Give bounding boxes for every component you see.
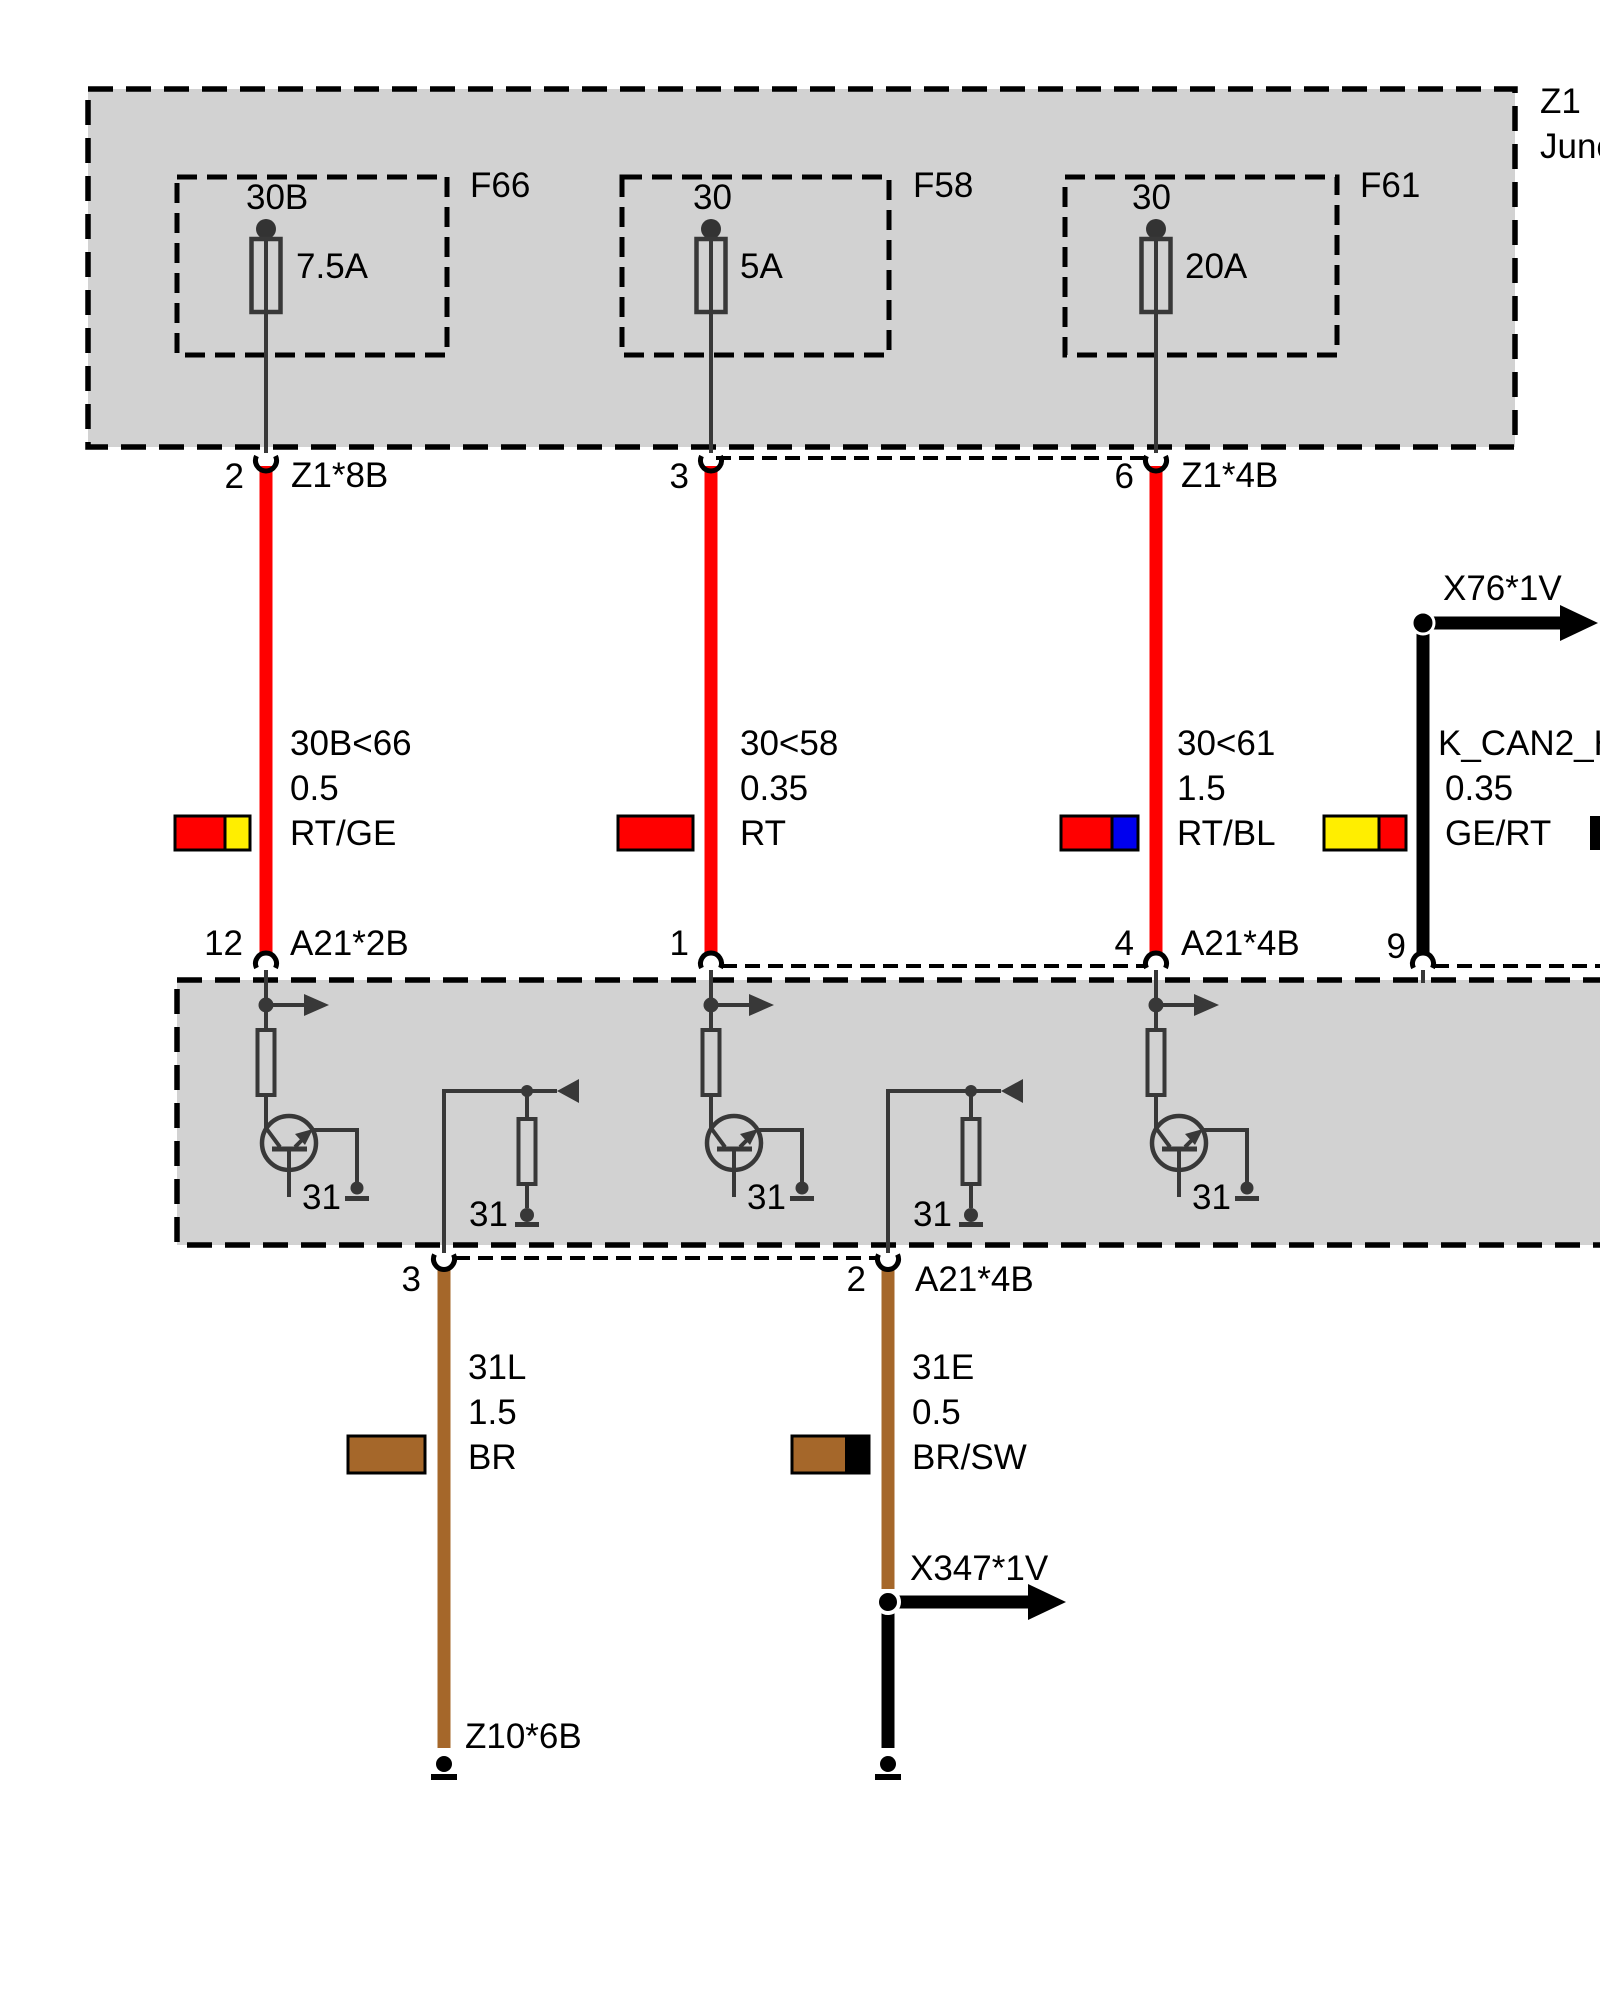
svg-text:31E: 31E xyxy=(912,1348,974,1387)
svg-text:3: 3 xyxy=(670,457,689,496)
svg-text:0.35: 0.35 xyxy=(1445,769,1513,808)
svg-text:31: 31 xyxy=(1192,1178,1231,1217)
svg-text:Z1: Z1 xyxy=(1540,82,1581,121)
svg-text:30: 30 xyxy=(1132,178,1171,217)
svg-text:0.5: 0.5 xyxy=(912,1393,961,1432)
svg-text:RT/BL: RT/BL xyxy=(1177,814,1276,853)
svg-text:6: 6 xyxy=(1115,457,1134,496)
svg-text:2: 2 xyxy=(847,1260,866,1299)
svg-text:X76*1V: X76*1V xyxy=(1443,569,1562,608)
svg-text:31: 31 xyxy=(469,1195,508,1234)
svg-text:1: 1 xyxy=(670,924,689,963)
svg-text:RT/GE: RT/GE xyxy=(290,814,396,853)
svg-text:Z1*4B: Z1*4B xyxy=(1181,456,1278,495)
svg-text:F61: F61 xyxy=(1360,166,1420,205)
svg-text:5A: 5A xyxy=(740,247,783,286)
svg-text:30B<66: 30B<66 xyxy=(290,724,412,763)
svg-text:2: 2 xyxy=(225,457,244,496)
svg-text:31: 31 xyxy=(302,1178,341,1217)
svg-text:20A: 20A xyxy=(1185,247,1248,286)
svg-text:A21*4B: A21*4B xyxy=(1181,924,1300,963)
svg-text:Z1*8B: Z1*8B xyxy=(291,456,388,495)
svg-text:30B: 30B xyxy=(246,178,308,217)
svg-text:30<58: 30<58 xyxy=(740,724,838,763)
svg-text:BR/SW: BR/SW xyxy=(912,1438,1027,1477)
svg-text:F58: F58 xyxy=(913,166,973,205)
svg-text:Z10*6B: Z10*6B xyxy=(465,1717,582,1756)
svg-text:1.5: 1.5 xyxy=(468,1393,517,1432)
svg-text:K_CAN2_H: K_CAN2_H xyxy=(1438,724,1600,763)
svg-text:31: 31 xyxy=(913,1195,952,1234)
svg-text:1.5: 1.5 xyxy=(1177,769,1226,808)
svg-text:12: 12 xyxy=(204,924,243,963)
svg-text:0.35: 0.35 xyxy=(740,769,808,808)
svg-text:GE/RT: GE/RT xyxy=(1445,814,1551,853)
svg-text:A21*2B: A21*2B xyxy=(290,924,409,963)
svg-text:F66: F66 xyxy=(470,166,530,205)
svg-text:30<61: 30<61 xyxy=(1177,724,1275,763)
svg-text:31: 31 xyxy=(747,1178,786,1217)
svg-text:7.5A: 7.5A xyxy=(296,247,369,286)
svg-text:A21*4B: A21*4B xyxy=(915,1260,1034,1299)
svg-text:4: 4 xyxy=(1115,924,1134,963)
svg-text:X347*1V: X347*1V xyxy=(910,1549,1049,1588)
svg-text:3: 3 xyxy=(402,1260,421,1299)
svg-text:31L: 31L xyxy=(468,1348,526,1387)
svg-text:9: 9 xyxy=(1387,927,1406,966)
svg-text:0.5: 0.5 xyxy=(290,769,339,808)
svg-text:RT: RT xyxy=(740,814,786,853)
svg-text:BR: BR xyxy=(468,1438,517,1477)
svg-text:30: 30 xyxy=(693,178,732,217)
svg-text:Junction: Junction xyxy=(1540,127,1600,166)
